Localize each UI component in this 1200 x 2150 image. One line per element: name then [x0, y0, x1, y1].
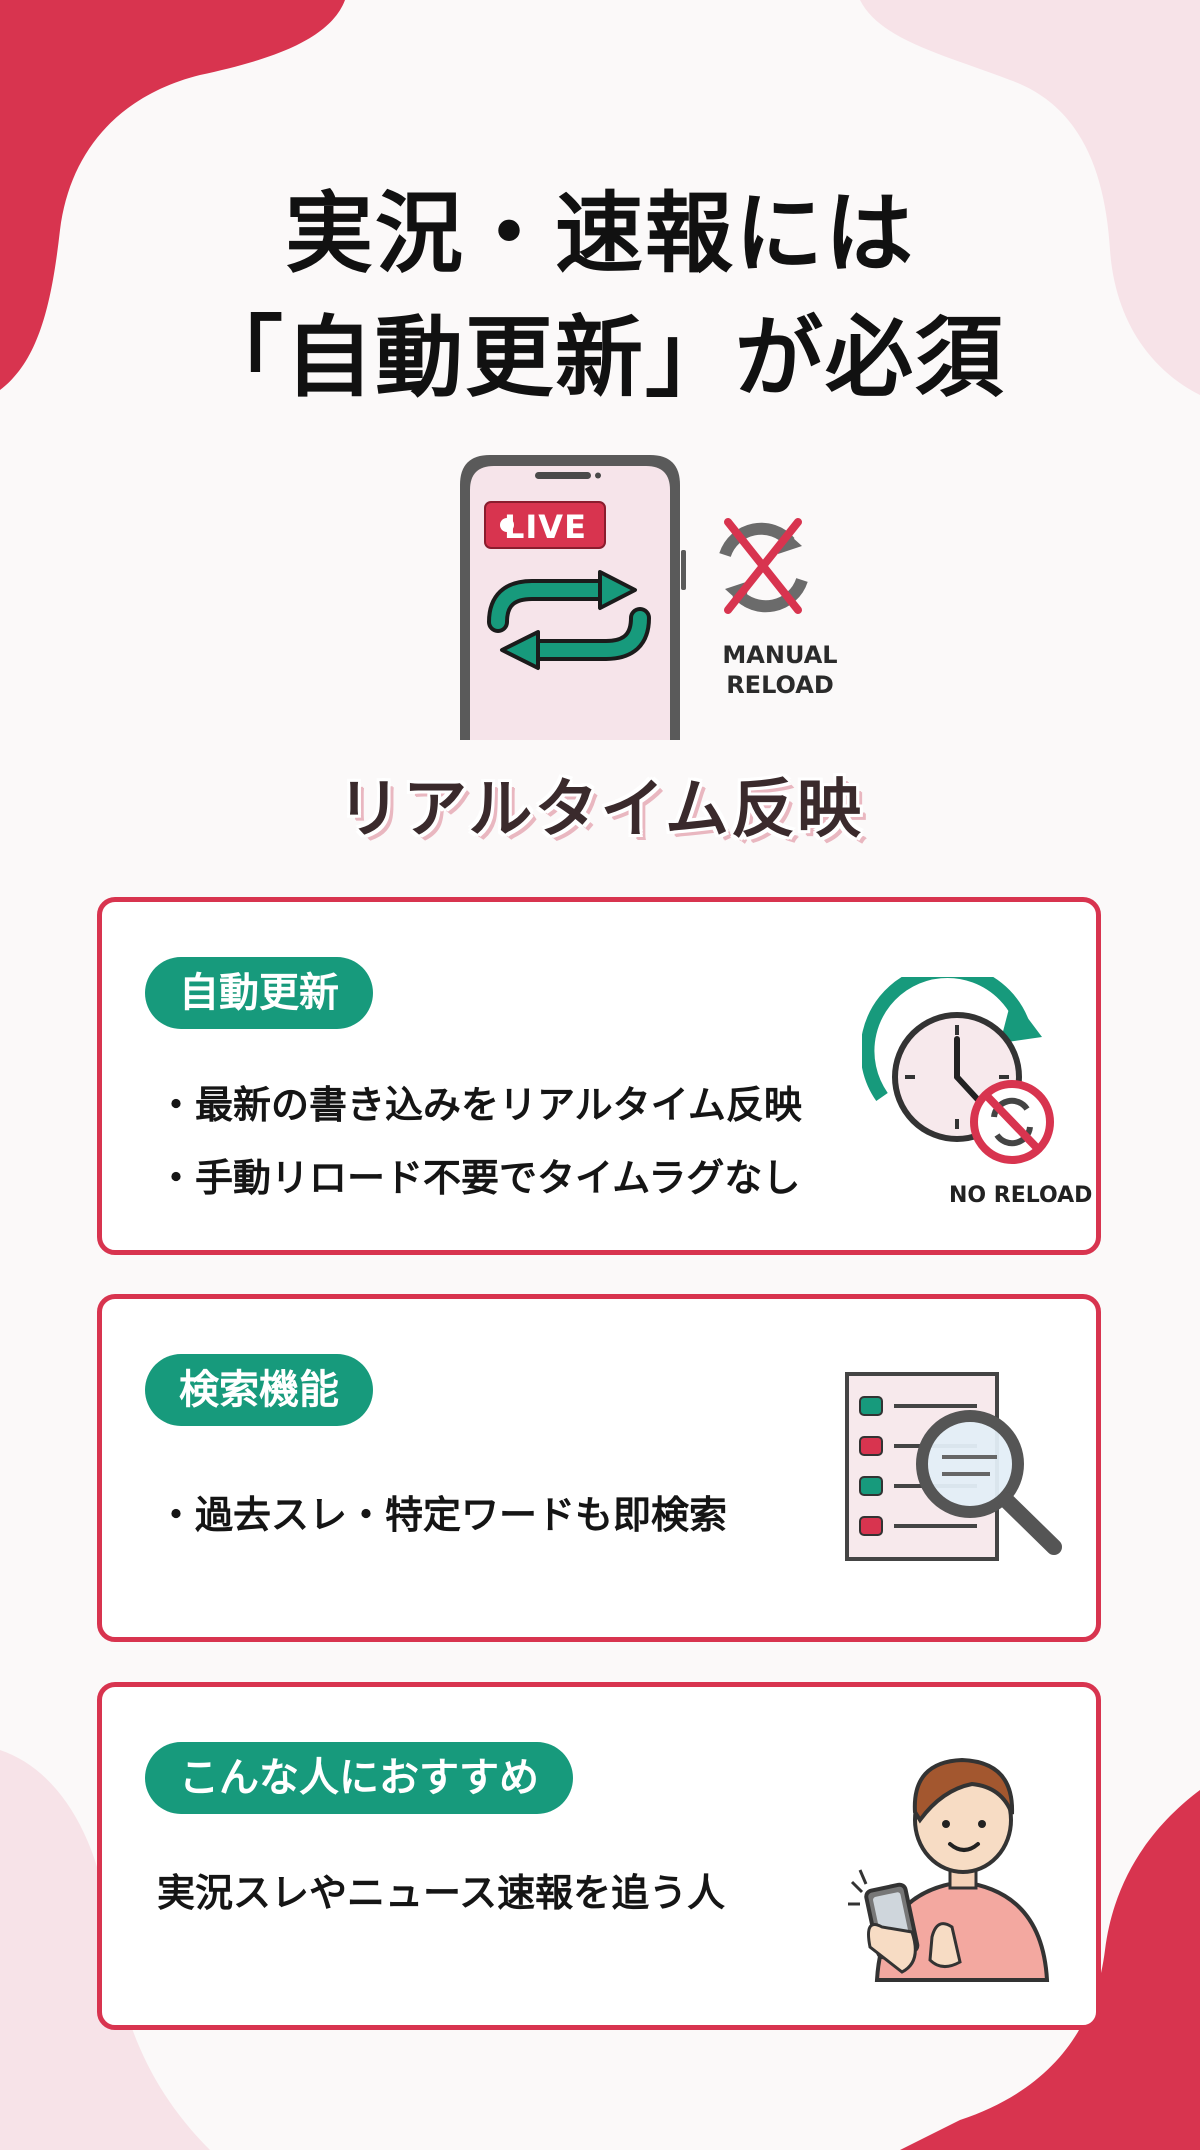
pill-recommend: こんな人におすすめ [145, 1742, 573, 1814]
manual-label-line-1: MANUAL [722, 641, 838, 669]
manual-reload-icon [719, 518, 808, 614]
person-phone-icon [848, 1757, 1050, 1982]
recommend-text: 実況スレやニュース速報を追う人 [157, 1871, 726, 1915]
search-list-icon [845, 1372, 1062, 1561]
realtime-caption: リアルタイム反映 [336, 773, 864, 847]
no-reload-label: NO RELOAD [949, 1183, 1093, 1208]
corner-blob-top-left [0, 0, 345, 390]
corner-blob-top-right [860, 0, 1200, 395]
title-line-1: 実況・速報には [284, 182, 915, 285]
card-search: 検索機能 ・過去スレ・特定ワードも即検索 [97, 1294, 1101, 1642]
bullet-search: ・過去スレ・特定ワードも即検索 [157, 1493, 728, 1537]
manual-label-line-2: RELOAD [726, 671, 834, 699]
card-recommend: こんな人におすすめ 実況スレやニュース速報を追う人 [97, 1682, 1101, 2030]
pill-search: 検索機能 [145, 1354, 373, 1426]
live-badge: LIVE [504, 508, 587, 546]
manual-reload-label: MANUAL RELOAD [700, 640, 860, 700]
phone-illustration [460, 455, 808, 740]
pill-auto-update: 自動更新 [145, 957, 373, 1029]
title-line-2: 「自動更新」が必須 [194, 306, 1005, 409]
bullet-realtime: ・最新の書き込みをリアルタイム反映 [157, 1083, 802, 1127]
card-auto-update: 自動更新 ・最新の書き込みをリアルタイム反映 ・手動リロード不要でタイムラグなし… [97, 897, 1101, 1255]
clock-refresh-icon [862, 977, 1054, 1164]
corner-blob-bottom-right [900, 1790, 1200, 2150]
bullet-no-reload: ・手動リロード不要でタイムラグなし [157, 1156, 801, 1200]
page-title: 実況・速報には 「自動更新」が必須 [0, 172, 1200, 420]
